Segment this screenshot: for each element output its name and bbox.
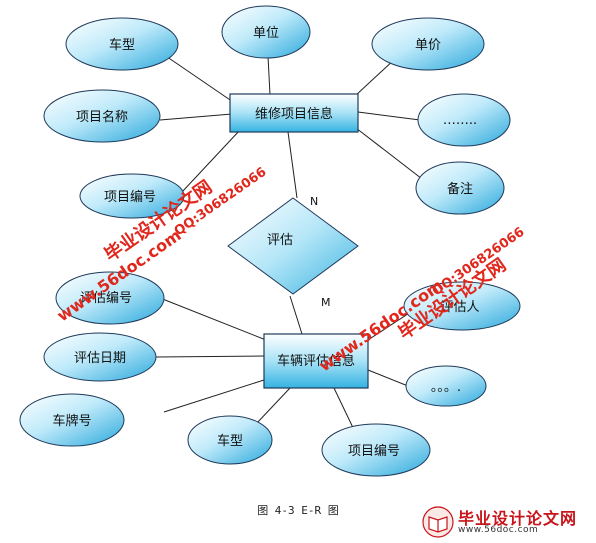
attribute-label: …….. bbox=[443, 113, 477, 128]
line-repair-a5 bbox=[357, 111, 421, 121]
attribute-label: 单位 bbox=[253, 26, 279, 41]
attribute-a4: 项目名称 bbox=[43, 89, 161, 143]
attribute-label: 车型 bbox=[109, 37, 135, 53]
attribute-label: 车型 bbox=[217, 433, 243, 449]
line-eval-rel bbox=[289, 295, 303, 335]
entity-label: 维修项目信息 bbox=[255, 106, 333, 122]
attribute-a2: 单位 bbox=[221, 5, 311, 59]
attribute-b5: 车牌号 bbox=[19, 393, 125, 447]
attribute-a5: …….. bbox=[417, 93, 511, 147]
cardinality-n: N bbox=[310, 195, 318, 208]
attribute-b2: 评估人 bbox=[403, 281, 521, 331]
attribute-a6: 项目编号 bbox=[79, 173, 185, 219]
line-eval-b4 bbox=[367, 369, 409, 387]
attribute-a7: 备注 bbox=[415, 161, 505, 215]
line-repair-rel bbox=[287, 131, 298, 199]
line-repair-a3 bbox=[354, 57, 397, 97]
attribute-label: 评估人 bbox=[440, 300, 479, 315]
attribute-label: 项目编号 bbox=[348, 444, 400, 459]
attribute-label: 单价 bbox=[415, 38, 441, 53]
attribute-b1: 评估编号 bbox=[55, 271, 165, 325]
attribute-label: 评估日期 bbox=[74, 351, 126, 366]
site-brand-logo: 毕业设计论文网 www.56doc.com bbox=[422, 505, 590, 539]
line-repair-a6 bbox=[181, 129, 241, 193]
brand-url: www.56doc.com bbox=[458, 525, 539, 535]
attribute-a1: 车型 bbox=[65, 17, 179, 71]
attribute-label: 项目名称 bbox=[76, 109, 128, 125]
attribute-b3: 评估日期 bbox=[43, 332, 157, 382]
attribute-b4: 。。。. bbox=[405, 365, 487, 407]
line-eval-b1 bbox=[159, 297, 267, 341]
relationship-evaluate: 评估 bbox=[227, 197, 359, 295]
attribute-label: 。。。. bbox=[431, 380, 461, 395]
attribute-label: 备注 bbox=[447, 181, 473, 197]
entity-repair-project: 维修项目信息 bbox=[229, 93, 359, 133]
relationship-label: 评估 bbox=[267, 233, 293, 248]
attribute-b7: 项目编号 bbox=[321, 423, 431, 477]
book-logo-icon bbox=[422, 506, 454, 538]
line-repair-a7 bbox=[355, 127, 427, 183]
attribute-label: 车牌号 bbox=[52, 413, 91, 429]
line-eval-b6 bbox=[255, 387, 291, 425]
entity-vehicle-evaluation: 车辆评估信息 bbox=[263, 333, 369, 389]
cardinality-m: M bbox=[321, 296, 331, 309]
line-repair-a2 bbox=[267, 55, 271, 96]
line-eval-b3 bbox=[155, 355, 265, 358]
brand-title: 毕业设计论文网 bbox=[458, 509, 578, 528]
attribute-label: 评估编号 bbox=[80, 291, 132, 306]
figure-caption: 图 4-3 E-R 图 bbox=[257, 504, 339, 517]
line-repair-a4 bbox=[159, 113, 233, 121]
attribute-label: 项目编号 bbox=[104, 190, 156, 205]
attribute-a3: 单价 bbox=[371, 17, 485, 71]
entity-label: 车辆评估信息 bbox=[277, 353, 355, 369]
line-repair-a1 bbox=[159, 51, 237, 105]
line-eval-b5 bbox=[163, 379, 265, 413]
attribute-b6: 车型 bbox=[187, 415, 273, 465]
